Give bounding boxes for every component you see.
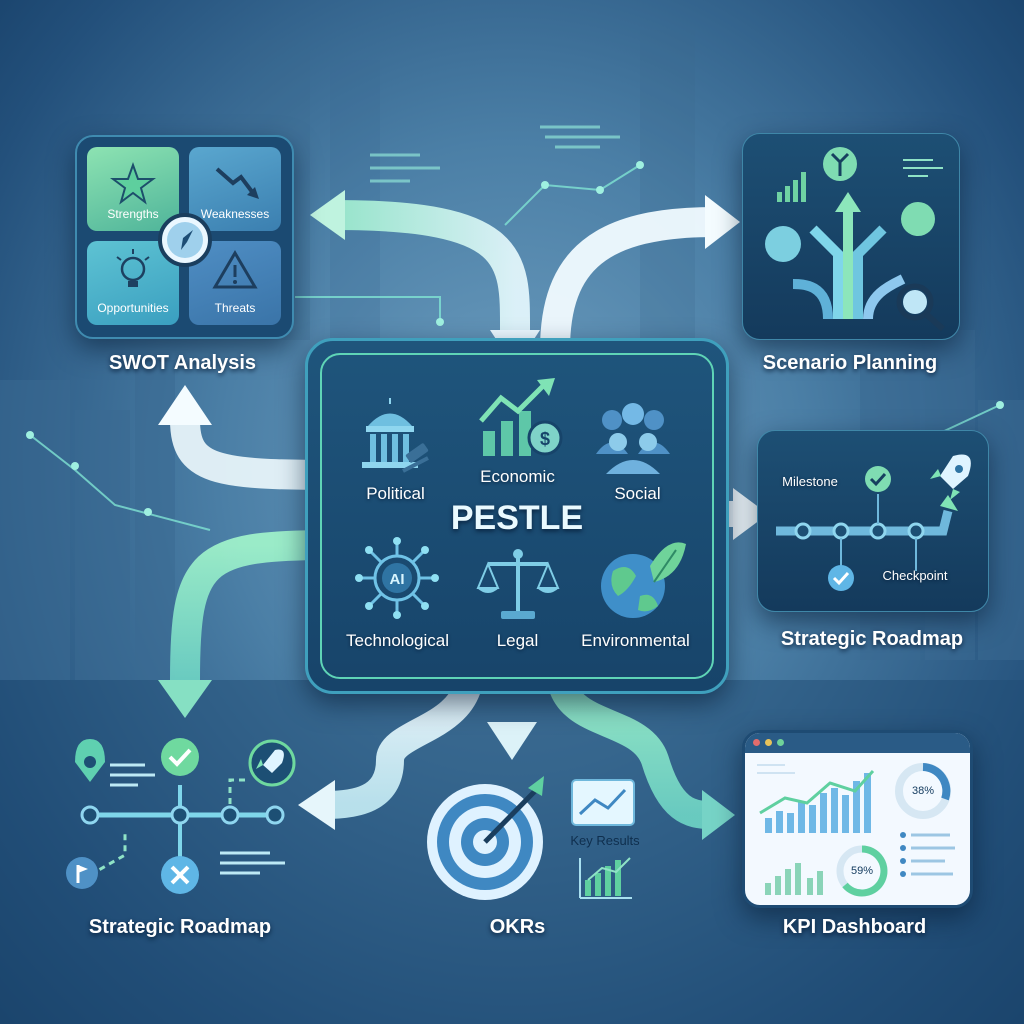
factor-technological: Technological — [345, 631, 449, 650]
bar-chart-icon — [765, 773, 871, 833]
swot-card: Strengths Weaknesses Opportunities — [75, 135, 294, 339]
roadmap-left-graphic — [66, 738, 296, 894]
roadmap-right-title: Strategic Roadmap — [780, 628, 964, 650]
arrow-center-to-kpi — [546, 668, 711, 829]
star-icon — [110, 162, 156, 205]
kpi-graphic — [757, 763, 955, 897]
roadmap-checkpoint-label: Checkpoint — [882, 568, 948, 583]
kpi-title: KPI Dashboard — [782, 916, 927, 938]
swot-opportunities-label: Opportunities — [97, 301, 169, 315]
path-node-icon — [765, 226, 801, 262]
okr-graphic — [427, 776, 635, 900]
bar-chart-icon — [765, 863, 823, 895]
warning-icon — [212, 250, 258, 289]
okr-key-results-label: Key Results — [570, 833, 640, 848]
window-dot-icon — [777, 739, 784, 746]
trend-down-icon — [215, 167, 259, 199]
decor-lines — [29, 164, 1001, 531]
arrow-swot-to-center — [334, 200, 531, 336]
arrow-center-to-bottom-left — [324, 668, 484, 819]
factor-political: Political — [366, 484, 425, 503]
government-gavel-icon — [362, 398, 429, 473]
bar-chart-icon — [777, 172, 806, 202]
factor-social: Social — [614, 484, 661, 503]
swot-weaknesses-label: Weaknesses — [200, 207, 270, 221]
earth-leaf-icon — [601, 542, 686, 618]
factor-environmental: Environmental — [581, 631, 690, 650]
pestle-inner-frame — [320, 353, 714, 679]
bar-chart-icon — [585, 860, 621, 896]
swot-threats-label: Threats — [214, 301, 256, 315]
check-icon — [865, 466, 891, 492]
window-titlebar — [745, 733, 970, 753]
arrow-center-to-left-roadmap — [170, 530, 331, 681]
pestle-card: Political $ Economic Social PESTLE — [305, 338, 729, 694]
swot-weaknesses-cell: Weaknesses — [189, 147, 281, 231]
people-group-icon — [596, 403, 670, 474]
factor-legal: Legal — [496, 631, 539, 650]
scenario-title: Scenario Planning — [762, 352, 938, 374]
check-icon — [828, 565, 854, 591]
swot-strengths-cell: Strengths — [87, 147, 179, 231]
svg-text:$: $ — [540, 429, 550, 449]
magnifier-icon — [896, 283, 934, 321]
decor-dashes — [370, 125, 620, 183]
lightbulb-icon — [116, 249, 150, 287]
growth-chart-icon: $ — [479, 378, 563, 456]
list-lines — [110, 763, 285, 875]
window-dot-icon — [753, 739, 760, 746]
gauge-bottom-value: 59% — [850, 865, 874, 877]
factor-economic: Economic — [480, 467, 555, 486]
arrow-center-to-swot — [170, 419, 336, 490]
location-pin-icon — [75, 739, 105, 782]
roadmap-milestone-label: Milestone — [782, 474, 838, 489]
scenario-card — [742, 133, 960, 340]
swot-title: SWOT Analysis — [108, 352, 257, 374]
window-dot-icon — [765, 739, 772, 746]
target-icon — [427, 776, 544, 900]
flag-icon — [66, 857, 98, 889]
trend-node-icon — [901, 202, 935, 236]
scales-icon — [476, 549, 560, 619]
check-icon — [161, 738, 199, 776]
roadmap-left-title: Strategic Roadmap — [88, 916, 272, 938]
arrow-center-to-scenario — [540, 207, 716, 351]
scenario-graphic — [765, 147, 945, 332]
roadmap-right-graphic — [776, 454, 971, 591]
list-lines — [903, 159, 943, 177]
line-chart-icon — [571, 779, 635, 826]
kpi-dashboard-card: 38% 59% — [742, 730, 973, 908]
roadmap-right-card: Milestone Checkpoint — [757, 430, 989, 612]
gauge-top-value: 38% — [911, 785, 935, 797]
swot-strengths-label: Strengths — [107, 207, 159, 221]
ai-badge-text: AI — [390, 571, 405, 588]
compass-icon — [158, 213, 212, 267]
okrs-title: OKRs — [489, 916, 546, 938]
rocket-icon — [930, 454, 971, 500]
pestle-title: PESTLE — [450, 499, 584, 537]
ai-chip-icon: AI — [355, 537, 439, 619]
